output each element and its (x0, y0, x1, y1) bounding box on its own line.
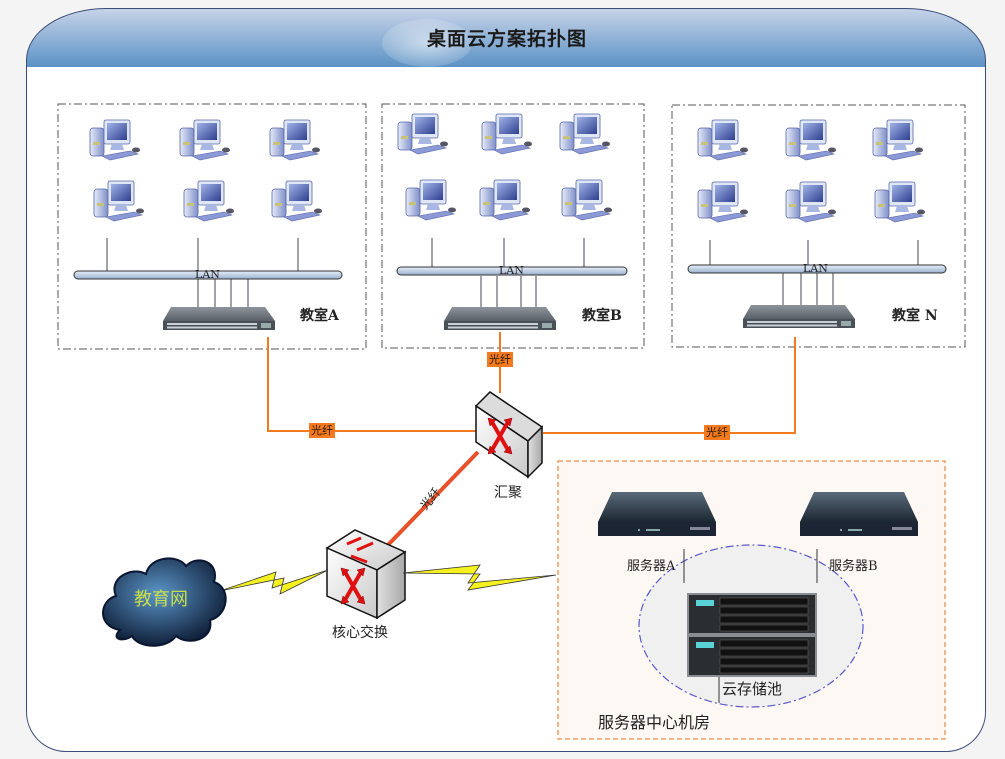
lan-label: LAN (499, 264, 524, 277)
pc-icon (479, 179, 531, 221)
server-icon (598, 492, 716, 536)
server-icon (800, 492, 918, 536)
cloud-icon (102, 557, 227, 647)
pc-icon (93, 180, 145, 222)
classroom-b-label: 教室B (582, 308, 622, 324)
access-switch-icon (163, 307, 275, 330)
access-switch-icon (444, 307, 556, 330)
classroom-a-label: 教室A (300, 308, 339, 324)
lan-bus (73, 270, 343, 280)
classroom-n-box (671, 104, 966, 348)
pc-icon (183, 180, 235, 222)
storage-array-icon (687, 593, 817, 635)
fiber-tag-a: 光纤 (309, 423, 335, 438)
pc-icon (697, 181, 749, 223)
server-room-label: 服务器中心机房 (598, 713, 711, 732)
access-switch-icon (743, 305, 855, 328)
wireless-link-server (402, 564, 557, 591)
classroom-a-box (57, 103, 367, 350)
server-a-label: 服务器A (627, 559, 676, 574)
classroom-b-box (381, 103, 645, 349)
pc-icon (89, 119, 141, 161)
aggregation-switch-icon (474, 391, 544, 479)
lan-bus (396, 266, 628, 276)
page-title: 桌面云方案拓扑图 (426, 28, 587, 50)
pc-icon (559, 113, 611, 155)
pc-icon (785, 119, 837, 161)
pc-icon (874, 181, 926, 223)
pc-icon (269, 119, 321, 161)
pc-icon (397, 113, 449, 155)
core-fiber-link (384, 450, 480, 549)
lan-label: LAN (195, 268, 220, 281)
pc-icon (481, 113, 533, 155)
pc-icon (785, 181, 837, 223)
storage-array-icon (687, 635, 817, 677)
pc-icon (405, 179, 457, 221)
pc-icon (872, 119, 924, 161)
classroom-b-pcs (396, 113, 628, 330)
header-glow (382, 19, 472, 67)
core-switch-label: 核心交换 (332, 625, 388, 641)
pc-icon (179, 119, 231, 161)
classroom-a-pcs (73, 119, 343, 330)
aggregation-switch-label: 汇聚 (494, 485, 522, 501)
pc-icon (697, 119, 749, 161)
pc-icon (271, 180, 323, 222)
storage-pool-label: 云存储池 (722, 680, 783, 698)
wireless-link-edu (219, 569, 329, 595)
core-switch-icon (325, 529, 407, 620)
edu-network-label: 教育网 (134, 589, 188, 610)
lan-label: LAN (803, 262, 828, 275)
lan-bus (687, 264, 947, 274)
classroom-n-label: 教室 N (892, 308, 938, 324)
fiber-tag-n: 光纤 (704, 425, 730, 440)
pc-icon (561, 179, 613, 221)
header-banner: 桌面云方案拓扑图 (26, 8, 986, 68)
classroom-n-pcs (687, 119, 947, 328)
server-b-label: 服务器B (829, 559, 878, 574)
fiber-tag-b: 光纤 (487, 352, 513, 367)
